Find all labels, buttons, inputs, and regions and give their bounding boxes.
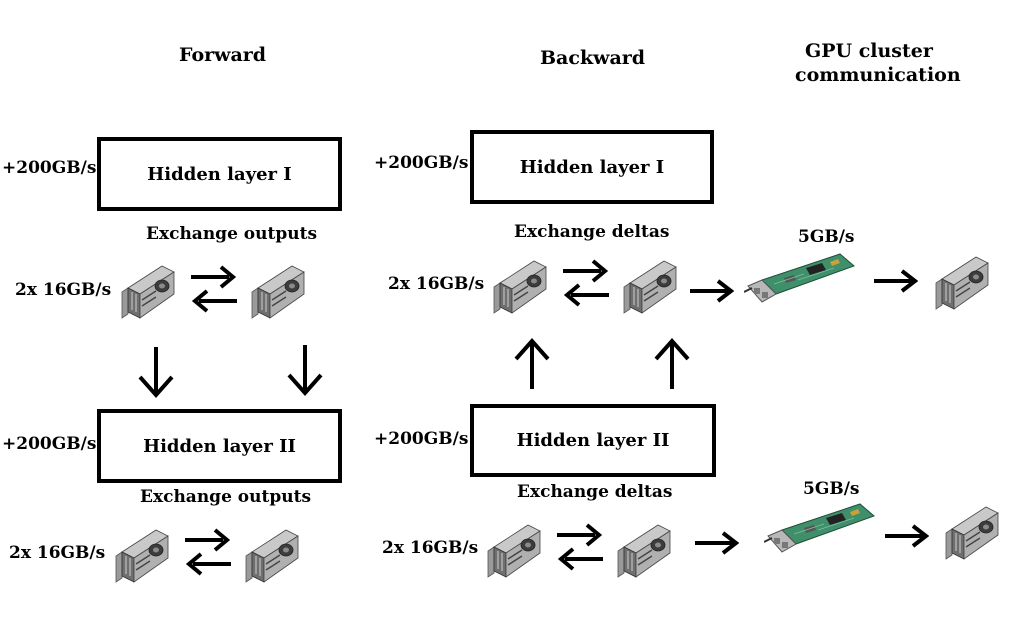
backward-exchange-1-label: Exchange deltas bbox=[514, 222, 670, 242]
network-card-icon bbox=[744, 250, 856, 304]
backward-layer2-bandwidth: +200GB/s bbox=[374, 429, 469, 449]
forward-layer2-bandwidth: +200GB/s bbox=[2, 434, 97, 454]
forward-hidden-layer-1-label: Hidden layer I bbox=[147, 163, 292, 185]
gpu-card-icon bbox=[934, 253, 990, 311]
arrow-right-icon bbox=[688, 278, 734, 304]
network-card-icon bbox=[764, 500, 876, 554]
cluster-heading-line1: GPU cluster bbox=[805, 40, 933, 62]
forward-layer1-bandwidth: +200GB/s bbox=[2, 158, 97, 178]
arrow-down-icon bbox=[285, 343, 325, 397]
forward-exchange-1-label: Exchange outputs bbox=[146, 224, 318, 244]
gpu-card-icon bbox=[120, 262, 176, 320]
arrow-right-icon bbox=[872, 268, 918, 294]
arrow-down-icon bbox=[136, 345, 176, 399]
exchange-arrows-icon bbox=[187, 262, 241, 316]
backward-hidden-layer-2-label: Hidden layer II bbox=[516, 430, 670, 451]
forward-hidden-layer-2-label: Hidden layer II bbox=[143, 435, 296, 457]
arrow-right-icon bbox=[693, 530, 739, 556]
exchange-arrows-icon bbox=[559, 256, 613, 310]
backward-gpu-bandwidth-1: 2x 16GB/s bbox=[388, 274, 485, 294]
gpu-card-icon bbox=[244, 526, 300, 584]
gpu-card-icon bbox=[114, 526, 170, 584]
forward-hidden-layer-1-box: Hidden layer I bbox=[97, 137, 342, 211]
backward-layer1-bandwidth: +200GB/s bbox=[374, 153, 469, 173]
forward-heading: Forward bbox=[179, 44, 267, 66]
cluster-heading-line2: communication bbox=[795, 64, 961, 86]
backward-hidden-layer-1-box: Hidden layer I bbox=[470, 130, 714, 204]
backward-heading: Backward bbox=[540, 47, 646, 69]
arrow-up-icon bbox=[652, 337, 692, 391]
exchange-arrows-icon bbox=[553, 520, 607, 574]
cluster-link-2-bandwidth: 5GB/s bbox=[803, 479, 860, 499]
exchange-arrows-icon bbox=[181, 525, 235, 579]
backward-hidden-layer-2-box: Hidden layer II bbox=[470, 404, 716, 477]
forward-gpu-bandwidth-1: 2x 16GB/s bbox=[15, 280, 112, 300]
gpu-card-icon bbox=[616, 521, 672, 579]
gpu-card-icon bbox=[492, 257, 548, 315]
forward-gpu-bandwidth-2: 2x 16GB/s bbox=[9, 543, 106, 563]
backward-hidden-layer-1-label: Hidden layer I bbox=[519, 156, 665, 178]
gpu-card-icon bbox=[622, 257, 678, 315]
forward-hidden-layer-2-box: Hidden layer II bbox=[97, 409, 342, 483]
backward-gpu-bandwidth-2: 2x 16GB/s bbox=[382, 538, 479, 558]
forward-exchange-2-label: Exchange outputs bbox=[140, 487, 312, 507]
gpu-card-icon bbox=[944, 503, 1000, 561]
arrow-right-icon bbox=[883, 523, 929, 549]
gpu-card-icon bbox=[486, 521, 542, 579]
cluster-link-1-bandwidth: 5GB/s bbox=[798, 227, 855, 247]
arrow-up-icon bbox=[512, 337, 552, 391]
backward-exchange-2-label: Exchange deltas bbox=[517, 482, 673, 502]
gpu-card-icon bbox=[250, 262, 306, 320]
